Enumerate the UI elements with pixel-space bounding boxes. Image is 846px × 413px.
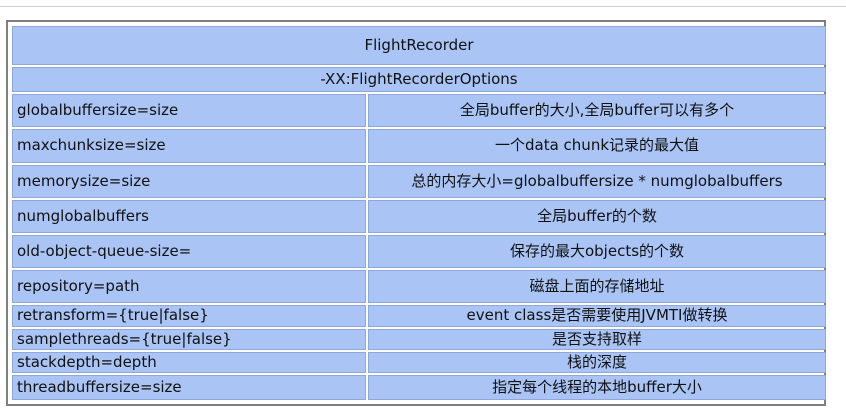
table-option-name: -XX:FlightRecorderOptions xyxy=(12,66,827,93)
table-option-row: -XX:FlightRecorderOptions xyxy=(12,66,827,93)
top-window-strip xyxy=(0,0,846,7)
param-cell: samplethreads={true|false} xyxy=(12,328,366,350)
table-row: globalbuffersize=size 全局buffer的大小,全局buff… xyxy=(12,94,827,128)
desc-cell: 栈的深度 xyxy=(368,351,827,374)
desc-cell: event class是否需要使用JVMTI做转换 xyxy=(368,305,827,327)
param-cell: old-object-queue-size= xyxy=(12,234,366,268)
table-row: threadbuffersize=size 指定每个线程的本地buffer大小 xyxy=(12,375,827,400)
options-table-frame: FlightRecorder -XX:FlightRecorderOptions… xyxy=(6,20,828,406)
param-cell: stackdepth=depth xyxy=(12,351,366,374)
table-title: FlightRecorder xyxy=(12,26,827,65)
table-row: old-object-queue-size= 保存的最大objects的个数 xyxy=(12,234,827,268)
param-cell: retransform={true|false} xyxy=(12,305,366,327)
table-row: repository=path 磁盘上面的存储地址 xyxy=(12,269,827,304)
desc-cell: 是否支持取样 xyxy=(368,328,827,350)
param-cell: globalbuffersize=size xyxy=(12,94,366,128)
param-cell: maxchunksize=size xyxy=(12,129,366,163)
table-row: retransform={true|false} event class是否需要… xyxy=(12,305,827,327)
param-cell: repository=path xyxy=(12,269,366,304)
desc-cell: 指定每个线程的本地buffer大小 xyxy=(368,375,827,400)
table-row: memorysize=size 总的内存大小=globalbuffersize … xyxy=(12,164,827,198)
desc-cell: 全局buffer的大小,全局buffer可以有多个 xyxy=(368,94,827,128)
desc-cell: 一个data chunk记录的最大值 xyxy=(368,129,827,163)
param-cell: numglobalbuffers xyxy=(12,199,366,233)
param-cell: threadbuffersize=size xyxy=(12,375,366,400)
table-row: samplethreads={true|false} 是否支持取样 xyxy=(12,328,827,350)
desc-cell: 全局buffer的个数 xyxy=(368,199,827,233)
desc-cell: 磁盘上面的存储地址 xyxy=(368,269,827,304)
flight-recorder-options-table: FlightRecorder -XX:FlightRecorderOptions… xyxy=(10,24,828,402)
table-row: maxchunksize=size 一个data chunk记录的最大值 xyxy=(12,129,827,163)
table-title-row: FlightRecorder xyxy=(12,26,827,65)
table-row: stackdepth=depth 栈的深度 xyxy=(12,351,827,374)
desc-cell: 总的内存大小=globalbuffersize * numglobalbuffe… xyxy=(368,164,827,198)
table-row: numglobalbuffers 全局buffer的个数 xyxy=(12,199,827,233)
desc-cell: 保存的最大objects的个数 xyxy=(368,234,827,268)
param-cell: memorysize=size xyxy=(12,164,366,198)
